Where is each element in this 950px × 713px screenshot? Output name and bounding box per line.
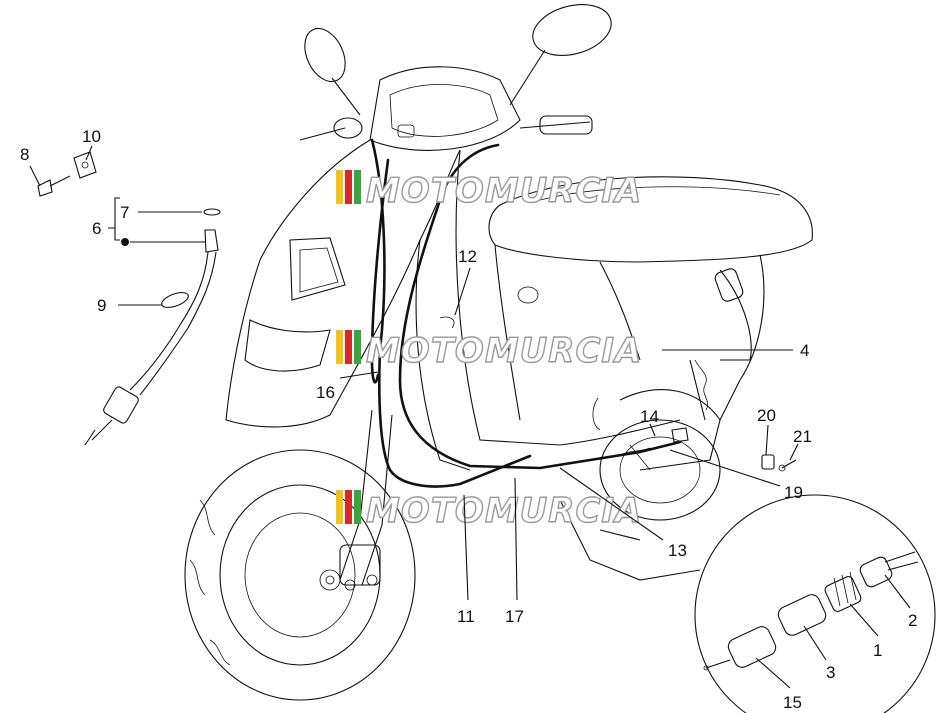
callout-12: 12	[458, 247, 477, 266]
callout-13: 13	[668, 541, 687, 560]
callout-4: 4	[800, 341, 809, 360]
callout-14: 14	[640, 407, 659, 426]
watermark-middle: MOTOMURCIA	[336, 330, 642, 372]
watermark-bottom: MOTOMURCIA	[336, 490, 642, 532]
watermark-text: MOTOMURCIA	[366, 491, 642, 531]
speedometer-cable-parts	[37, 151, 221, 446]
callout-19: 19	[784, 483, 803, 502]
callout-15: 15	[783, 693, 802, 712]
callout-7: 7	[120, 203, 129, 222]
scooter-illustration	[184, 4, 813, 701]
callout-6: 6	[92, 219, 101, 238]
watermark-text: MOTOMURCIA	[366, 171, 642, 211]
watermark-text: MOTOMURCIA	[366, 331, 642, 371]
callout-17: 17	[505, 607, 524, 626]
callout-labels: 8 10 7 6 9 12 16 4 14 20 21 19 13 11 17 …	[20, 127, 917, 712]
callout-2: 2	[908, 611, 917, 630]
callout-16: 16	[316, 383, 335, 402]
callout-21: 21	[793, 427, 812, 446]
right-small-parts	[671, 427, 797, 472]
cable-routing	[370, 138, 682, 488]
callout-3: 3	[826, 663, 835, 682]
leader-lines	[29, 145, 911, 689]
callout-1: 1	[873, 641, 882, 660]
callout-20: 20	[757, 406, 776, 425]
detail-inset-circle	[694, 494, 936, 713]
bullet-dot	[121, 238, 129, 246]
callout-10: 10	[82, 127, 101, 146]
callout-9: 9	[97, 296, 106, 315]
callout-8: 8	[20, 145, 29, 164]
callout-11: 11	[457, 607, 475, 626]
watermark-top: MOTOMURCIA	[336, 170, 642, 212]
